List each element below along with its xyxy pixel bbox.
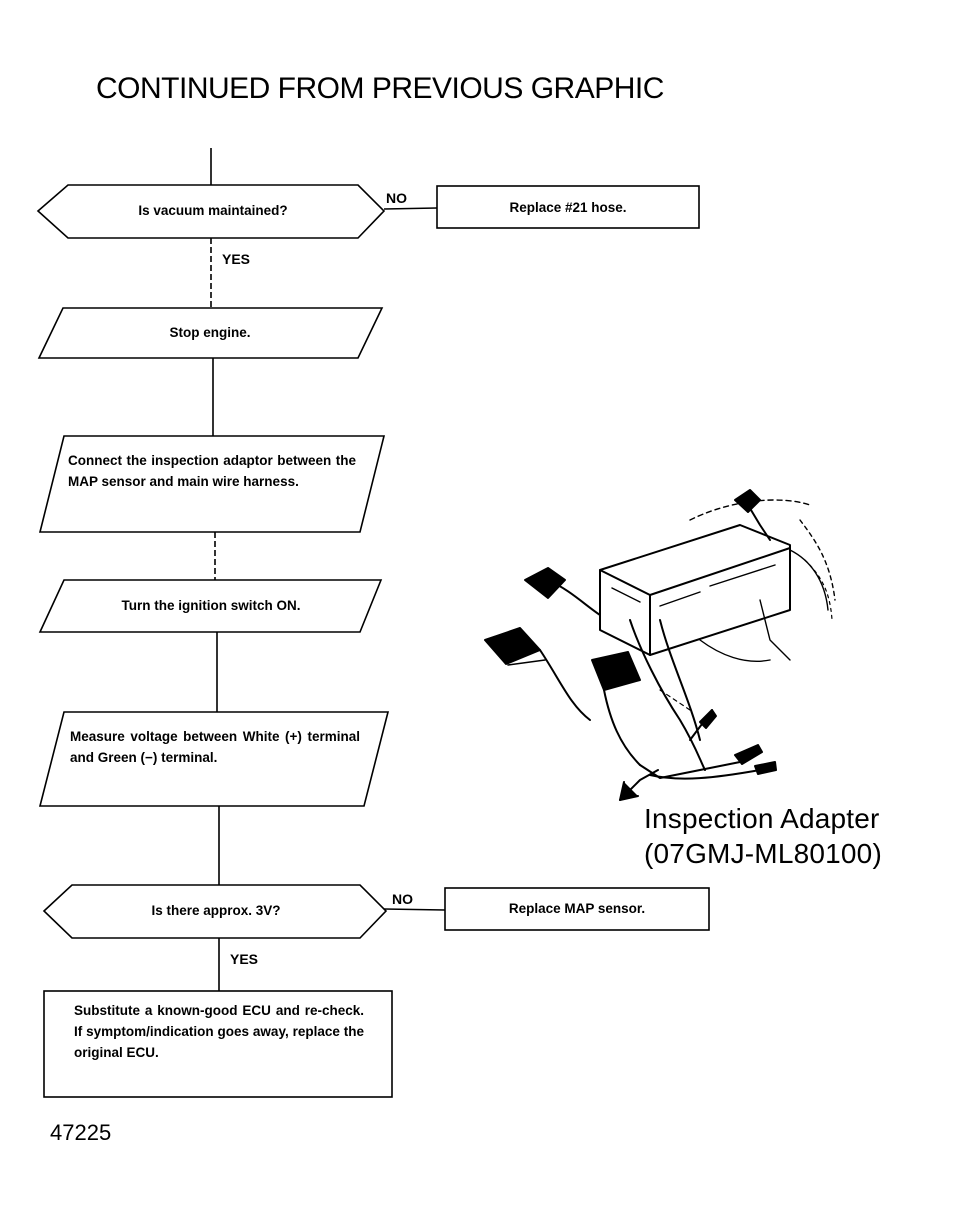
figure-number: 47225 [50,1120,112,1145]
connect-adaptor-shape [38,435,386,533]
measure-voltage-text: Measure voltage between White (+) termin… [70,729,360,765]
replace-map-text: Replace MAP sensor. [508,901,646,916]
no-branch-line [383,908,446,911]
decision-vacuum-text: Is vacuum maintained? [138,203,288,218]
replace-map-box [444,887,710,931]
replace-hose-text: Replace #21 hose. [509,200,627,215]
decision-vacuum-shape [36,184,386,239]
inspection-adapter-illustration [484,489,836,801]
decision-voltage-shape [42,884,388,939]
substitute-ecu-box [43,990,393,1098]
stop-engine-shape [37,307,384,359]
no-label-voltage: NO [392,891,413,907]
page-header: CONTINUED FROM PREVIOUS GRAPHIC [96,72,664,105]
no-label-vacuum: NO [386,190,407,206]
measure-voltage-shape [38,711,390,807]
substitute-ecu-text: Substitute a known-good ECU and re-check… [74,1003,364,1060]
adapter-caption-line2: (07GMJ-ML80100) [644,838,882,869]
yes-label-vacuum: YES [222,251,251,267]
replace-hose-box [436,185,700,229]
stop-engine-text: Stop engine. [169,325,251,340]
ignition-on-shape [38,579,383,633]
no-branch-line [383,207,438,210]
yes-label-voltage: YES [230,951,259,967]
adapter-caption-line1: Inspection Adapter [644,803,880,834]
decision-voltage-text: Is there approx. 3V? [151,903,281,918]
ignition-on-text: Turn the ignition switch ON. [121,598,301,613]
connect-adaptor-text: Connect the inspection adaptor between t… [68,453,356,489]
